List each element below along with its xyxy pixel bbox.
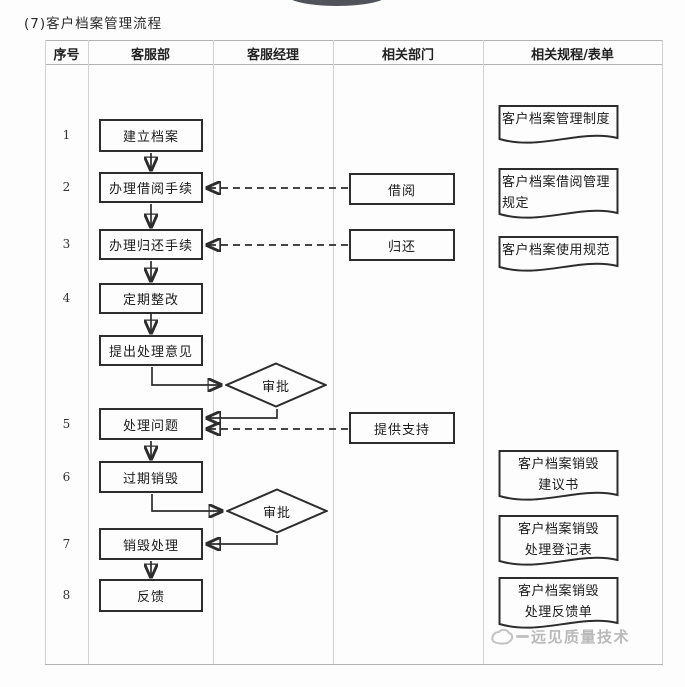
decision-approval-1: 审批 [225, 362, 327, 408]
column-header-manager: 客服经理 [246, 47, 299, 63]
doc-destroy-feedback: 客户档案销毁 处理反馈单 [498, 577, 619, 634]
process-handle-problem: 处理问题 [99, 408, 203, 440]
dept-provide-support: 提供支持 [349, 412, 455, 444]
arrow-opinion-to-approval1 [151, 367, 220, 385]
row-number-1: 1 [62, 128, 71, 142]
process-return-procedure: 办理归还手续 [99, 229, 203, 260]
grid-line-v1 [45, 40, 46, 664]
watermark: 远见质量技术 [490, 626, 630, 647]
column-header-documents: 相关规程/表单 [531, 47, 614, 63]
doc-borrow-regulation: 客户档案借阅管理 规定 [498, 168, 619, 224]
document-text: 客户档案销毁 处理反馈单 [517, 584, 599, 620]
row-number-7: 7 [62, 537, 71, 551]
decorative-top-curve [287, 0, 387, 6]
document-shape [498, 236, 619, 277]
process-propose-opinion: 提出处理意见 [99, 335, 203, 366]
column-header-service: 客服部 [130, 47, 170, 63]
row-number-6: 6 [62, 470, 71, 484]
dept-return: 归还 [349, 229, 455, 261]
row-number-4: 4 [62, 291, 71, 305]
document-text: 客户档案管理制度 [502, 112, 611, 127]
document-shape [498, 105, 619, 149]
column-header-seq: 序号 [53, 47, 80, 63]
arrow-approval2-to-destroyhandle [208, 535, 278, 544]
arrow-destroy-to-approval2 [151, 494, 221, 511]
grid-line-v2 [88, 40, 89, 664]
document-text: 客户档案销毁 建议书 [517, 457, 599, 493]
document-text: 客户档案销毁 处理登记表 [517, 522, 599, 558]
column-header-depts: 相关部门 [381, 47, 434, 63]
grid-line-v3 [213, 40, 214, 664]
decision-label: 审批 [262, 505, 291, 521]
grid-line-top [45, 40, 663, 41]
watermark-text: 远见质量技术 [531, 628, 631, 646]
process-borrow-procedure: 办理借阅手续 [99, 172, 203, 203]
doc-destroy-proposal: 客户档案销毁 建议书 [498, 450, 619, 506]
diamond-shape [226, 488, 328, 534]
page-title: (7)客户档案管理流程 [24, 16, 163, 32]
grid-line-v6 [662, 40, 663, 664]
process-feedback: 反馈 [99, 579, 203, 612]
dept-borrow: 借阅 [349, 173, 455, 205]
document-text: 客户档案使用规范 [502, 243, 611, 258]
row-number-2: 2 [62, 180, 71, 194]
decision-approval-2: 审批 [226, 488, 328, 534]
document-shape [498, 168, 619, 224]
grid-line-v5 [483, 40, 484, 664]
doc-file-management-system: 客户档案管理制度 [498, 105, 619, 149]
doc-usage-standard: 客户档案使用规范 [498, 236, 619, 277]
grid-line-bottom [45, 664, 663, 665]
document-shape [498, 577, 619, 634]
row-number-5: 5 [62, 417, 71, 431]
process-periodic-rectify: 定期整改 [99, 283, 203, 314]
process-expired-destroy: 过期销毁 [99, 461, 203, 493]
document-shape [498, 515, 619, 571]
row-number-8: 8 [62, 588, 71, 602]
watermark-logo-icon [491, 628, 514, 645]
diamond-shape [225, 362, 327, 408]
grid-line-header-bottom [45, 64, 663, 65]
decision-label: 审批 [261, 379, 290, 395]
grid-line-v4 [333, 40, 334, 664]
process-create-file: 建立档案 [99, 119, 203, 152]
document-shape [498, 450, 619, 506]
doc-destroy-register: 客户档案销毁 处理登记表 [498, 515, 619, 571]
arrow-approval1-to-problem [208, 409, 278, 418]
document-text: 客户档案借阅管理 规定 [502, 175, 611, 211]
watermark-dash [516, 635, 529, 638]
process-destroy-handle: 销毁处理 [99, 528, 203, 560]
row-number-3: 3 [62, 237, 71, 251]
